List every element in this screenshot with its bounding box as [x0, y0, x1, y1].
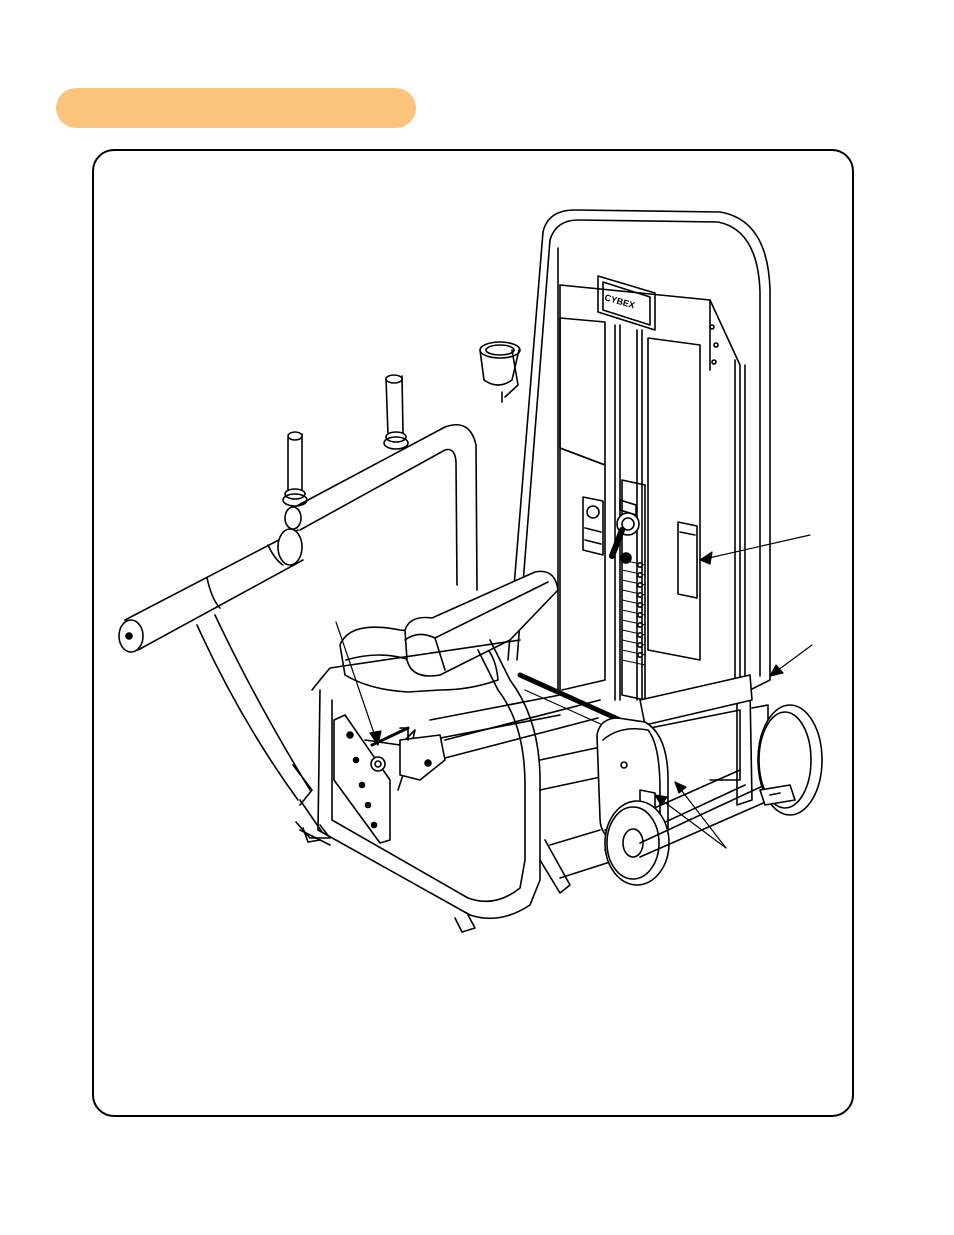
- selector-pin: [609, 499, 640, 564]
- section-title-pill: [56, 88, 416, 128]
- chest-pad: [404, 570, 559, 677]
- logo-plate: CYBEX: [597, 275, 656, 331]
- weight-stack-tower: [507, 209, 771, 806]
- range-adjustment-plate: [333, 699, 601, 844]
- machine-illustration: CYBEX: [118, 209, 823, 933]
- right-placard: [677, 521, 698, 599]
- cam-assembly: [517, 672, 823, 886]
- logo-text: CYBEX: [603, 292, 636, 310]
- side-placard: [582, 496, 604, 556]
- weight-plates: [621, 479, 646, 701]
- handle-frame: [118, 374, 478, 806]
- callout-lines: [335, 534, 813, 849]
- base-frame: [295, 639, 753, 933]
- cup-holder: [479, 341, 521, 403]
